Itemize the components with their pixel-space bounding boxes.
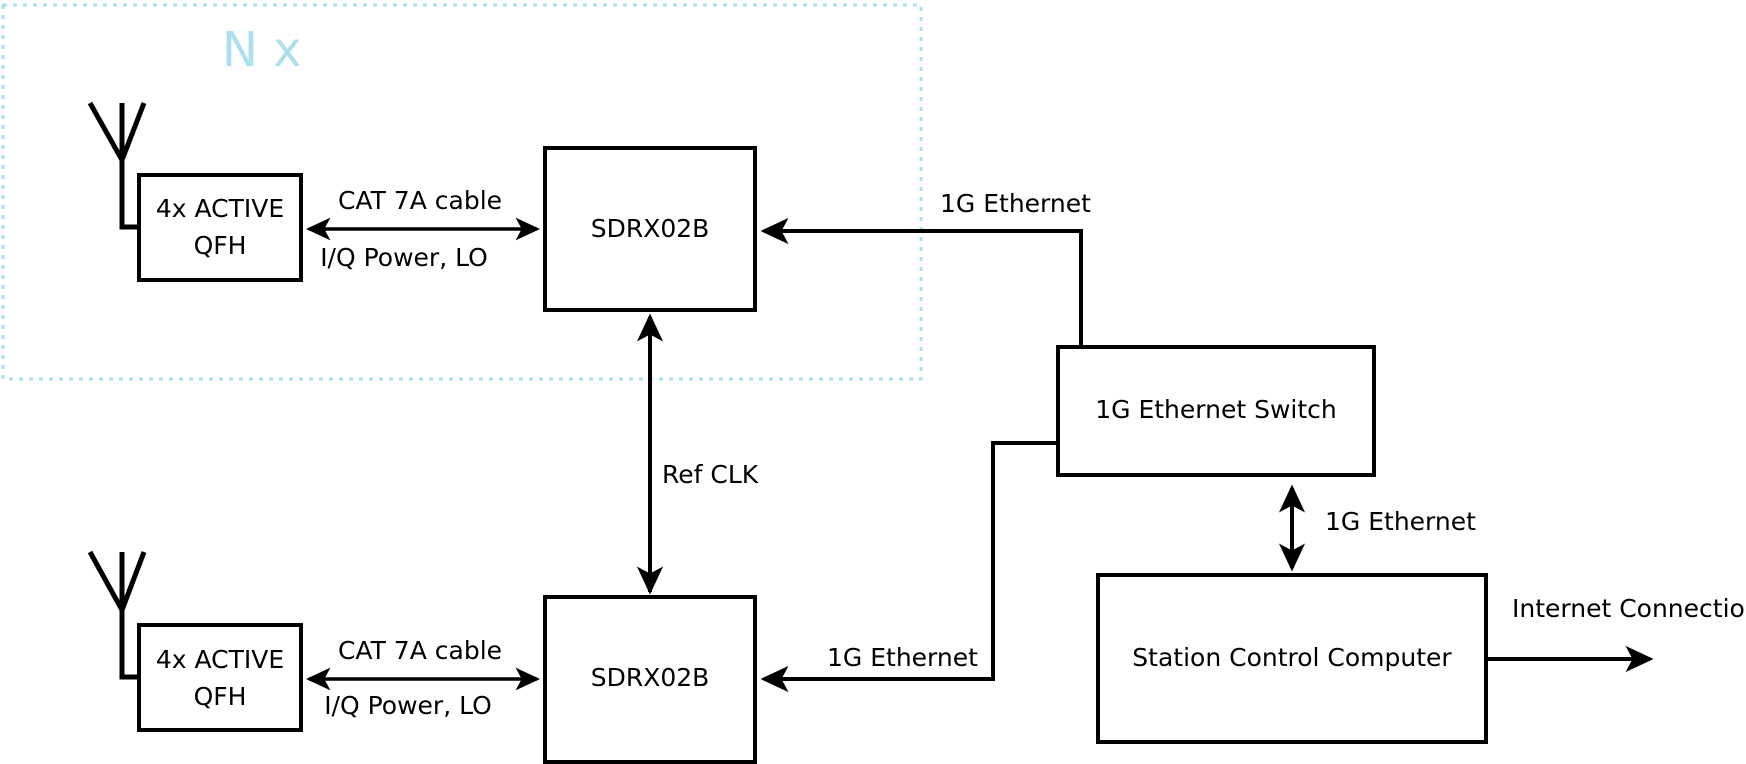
label-cat7a-top: CAT 7A cable: [338, 186, 502, 215]
label-iq-bottom: I/Q Power, LO: [324, 691, 492, 720]
block-qfh-top-label-line1: 4x ACTIVE: [156, 194, 284, 223]
label-ethernet-bottom: 1G Ethernet: [827, 643, 978, 672]
block-station-control-computer[interactable]: Station Control Computer: [1096, 573, 1488, 744]
repeat-group-boundary: [1, 3, 923, 381]
label-ethernet-top: 1G Ethernet: [940, 189, 1091, 218]
block-sdrx-bottom-label: SDRX02B: [591, 663, 710, 692]
block-sdrx-top[interactable]: SDRX02B: [543, 146, 757, 312]
block-ethernet-switch[interactable]: 1G Ethernet Switch: [1056, 345, 1376, 477]
label-ref-clk: Ref CLK: [662, 460, 759, 489]
block-qfh-top[interactable]: 4x ACTIVE QFH: [137, 173, 303, 282]
block-sdrx-bottom[interactable]: SDRX02B: [543, 595, 757, 764]
block-qfh-bottom[interactable]: 4x ACTIVE QFH: [137, 623, 303, 732]
block-qfh-bottom-label-line2: QFH: [194, 682, 247, 711]
label-cat7a-bottom: CAT 7A cable: [338, 636, 502, 665]
label-internet-connection: Internet Connection: [1512, 594, 1746, 623]
block-qfh-bottom-label-line1: 4x ACTIVE: [156, 645, 284, 674]
link-ethernet-bottom: [760, 441, 1063, 693]
block-sdrx-top-label: SDRX02B: [591, 214, 710, 243]
label-ethernet-computer: 1G Ethernet: [1325, 507, 1476, 536]
repeat-group-label: N x: [222, 22, 302, 78]
block-ethernet-switch-label: 1G Ethernet Switch: [1095, 395, 1337, 424]
block-qfh-top-label-line2: QFH: [194, 231, 247, 260]
label-iq-top: I/Q Power, LO: [320, 243, 488, 272]
block-station-control-computer-label: Station Control Computer: [1132, 643, 1452, 672]
